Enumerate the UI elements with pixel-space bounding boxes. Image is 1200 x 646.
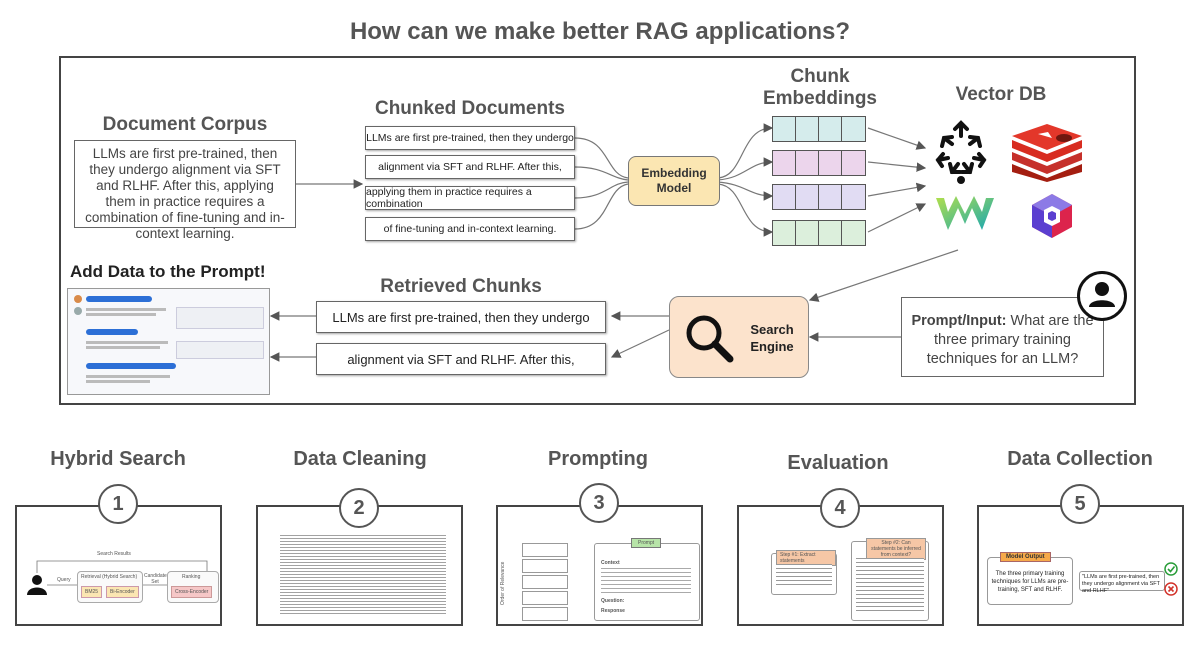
embedding-vector-4: [772, 220, 866, 246]
step-2-number: 2: [339, 488, 379, 528]
context-lines: [601, 568, 691, 594]
chunk-embeddings-heading-2: Embeddings: [762, 88, 877, 109]
cross-encoder-box: Cross-Encoder: [171, 586, 213, 598]
pinecone-logo-icon: [935, 120, 987, 184]
weaviate-logo-icon: [936, 196, 994, 230]
ranking-box: Ranking Cross-Encoder: [167, 571, 219, 603]
bm25-box: BM25: [81, 586, 103, 598]
user-icon: [27, 575, 47, 595]
chunk-3: applying them in practice requires a com…: [365, 186, 575, 210]
retrieved-chunk-1: LLMs are first pre-trained, then they un…: [316, 301, 606, 333]
step-4-title: Evaluation: [787, 452, 889, 474]
step-4-number: 4: [820, 488, 860, 528]
source-quote-box: "LLMs are first pre-trained, then they u…: [1079, 571, 1165, 594]
bi-encoder-box: Bi-Encoder: [106, 586, 139, 598]
model-output-text: The three primary training techniques fo…: [991, 571, 1069, 593]
step-3-number: 3: [579, 483, 619, 523]
model-output-box: Model Output The three primary training …: [987, 552, 1073, 605]
add-data-heading: Add Data to the Prompt!: [70, 262, 266, 281]
prompt-input-text: What are the three primary training tech…: [926, 313, 1094, 367]
qdrant-logo-icon: [1032, 194, 1072, 238]
embedding-vector-3: [772, 184, 866, 210]
dense-text-document: [280, 535, 446, 615]
step-5-title: Data Collection: [1007, 448, 1153, 470]
feedback-icons: [1164, 562, 1178, 596]
data-collection-panel: Model Output The three primary training …: [977, 505, 1184, 626]
check-icon: [1164, 562, 1178, 576]
chunked-documents-heading: Chunked Documents: [374, 98, 566, 119]
search-engine-label-1: Search: [750, 322, 794, 337]
user-avatar-icon: [1077, 271, 1127, 321]
ranking-label: Ranking: [182, 574, 201, 580]
order-of-relevance-label: Order of Relevance: [500, 561, 506, 605]
search-engine: Search Engine: [669, 296, 809, 378]
step-1-title: Hybrid Search: [50, 448, 186, 470]
page-title: How can we make better RAG applications?: [349, 18, 851, 45]
retrieval-label: Retrieval (Hybrid Search): [81, 574, 138, 580]
embedding-model-label-1: Embedding: [641, 166, 707, 180]
candidate-set-label: Candidate Set: [144, 573, 167, 585]
context-label: Context: [601, 560, 620, 566]
search-engine-label-2: Engine: [750, 339, 794, 354]
step2-lines: [856, 558, 924, 614]
search-results-label: Search Results: [97, 551, 131, 557]
chunk-embeddings-heading-1: Chunk: [790, 66, 850, 87]
query-label: Query: [57, 577, 71, 583]
embedding-vector-1: [772, 116, 866, 142]
document-corpus-box: LLMs are first pre-trained, then they un…: [74, 140, 296, 241]
hybrid-search-panel: Search Results Query Retrieval (Hybrid S…: [15, 505, 222, 626]
retrieved-chunks-heading: Retrieved Chunks: [380, 276, 542, 297]
redis-logo-icon: [1012, 124, 1082, 182]
prompt-template-box: Prompt Context Question: Response: [594, 538, 700, 621]
model-output-tag: Model Output: [1000, 552, 1051, 562]
chunk-2: alignment via SFT and RLHF. After this,: [365, 155, 575, 179]
step2-tag: Step #2: Can statements be inferred from…: [866, 538, 926, 560]
rag-diagram-frame: [59, 56, 1136, 405]
embedding-model-label-2: Model: [656, 181, 692, 195]
inference-check-box: Step #2: Can statements be inferred from…: [851, 538, 929, 621]
step1-lines: [776, 564, 832, 588]
chunk-embeddings-heading: Chunk Embeddings: [760, 66, 880, 110]
chunk-1: LLMs are first pre-trained, then they un…: [365, 126, 575, 150]
ranked-chunks-list: [522, 543, 568, 621]
step-5-number: 5: [1060, 484, 1100, 524]
retrieval-box: Retrieval (Hybrid Search) BM25 Bi-Encode…: [77, 571, 143, 603]
retrieved-chunk-2: alignment via SFT and RLHF. After this,: [316, 343, 606, 375]
prompt-tag: Prompt: [631, 538, 662, 548]
step-3-title: Prompting: [548, 448, 648, 470]
embedding-vector-2: [772, 150, 866, 176]
prompt-input-box: Prompt/Input: What are the three primary…: [901, 297, 1104, 377]
document-corpus-heading: Document Corpus: [102, 114, 268, 135]
chat-screenshot-thumbnail: [67, 288, 270, 395]
prompting-panel: Order of Relevance Prompt Context Questi…: [496, 505, 703, 626]
extract-statements-box: Step #1: Extract statements: [771, 550, 837, 595]
step-1-number: 1: [98, 484, 138, 524]
magnifier-icon: [686, 315, 734, 363]
step-2-title: Data Cleaning: [293, 448, 427, 470]
question-label: Question:: [601, 598, 625, 604]
prompt-input-label: Prompt/Input:: [911, 313, 1007, 329]
vector-db-heading: Vector DB: [955, 84, 1047, 105]
chunk-4: of fine-tuning and in-context learning.: [365, 217, 575, 241]
response-label: Response: [601, 608, 625, 614]
hybrid-search-flow-lines: [36, 560, 208, 586]
